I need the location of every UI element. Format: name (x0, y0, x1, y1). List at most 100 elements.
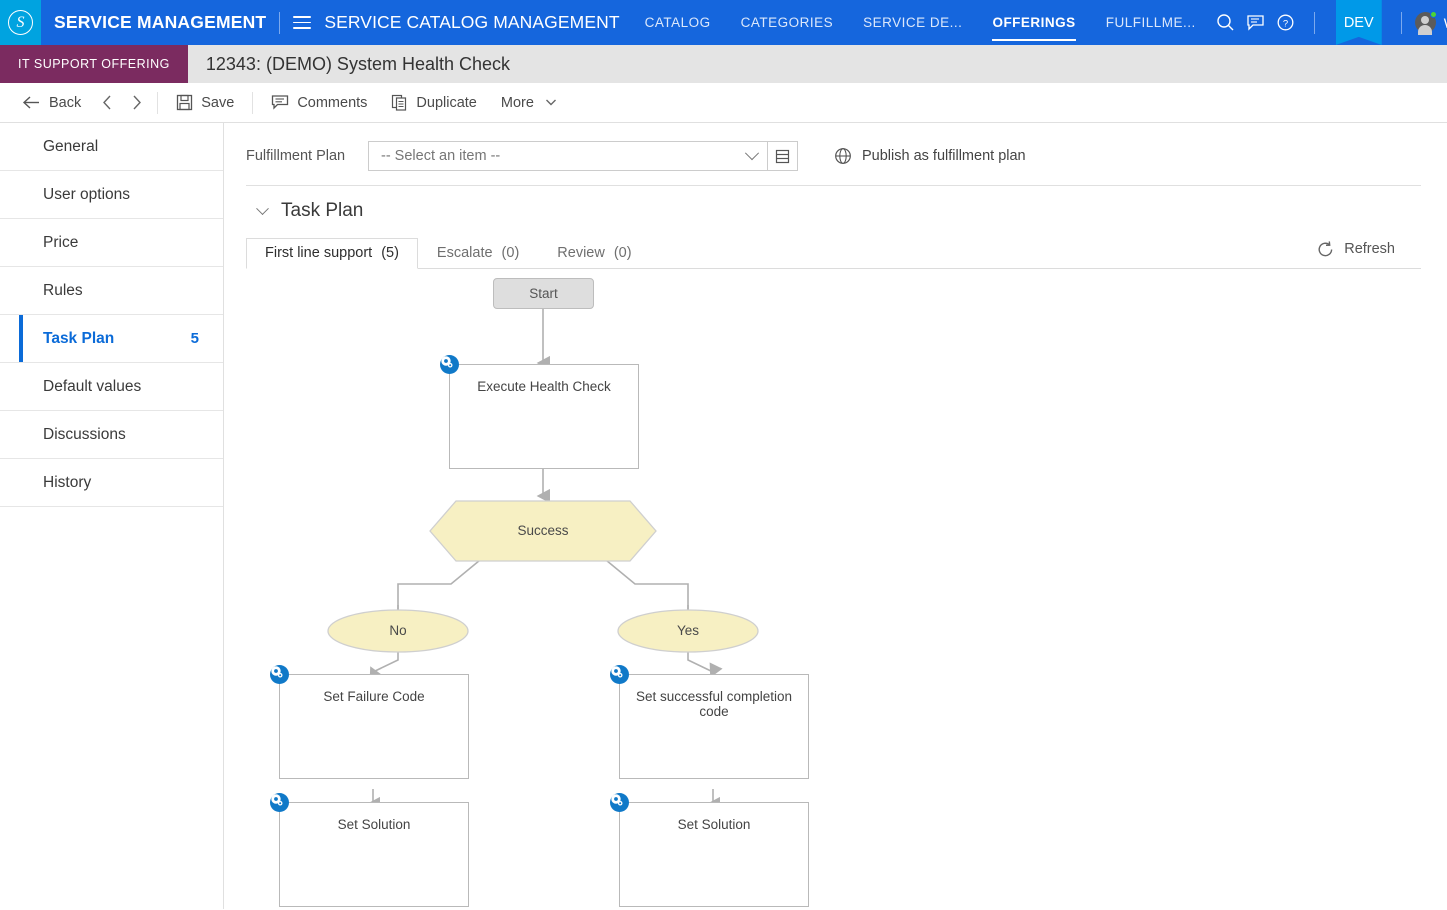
sidebar-item-count: 5 (191, 330, 199, 347)
refresh-icon (1316, 240, 1335, 259)
nav-item-fulfillment[interactable]: FULFILLME... (1091, 0, 1211, 45)
more-label: More (501, 95, 534, 111)
decision-node-success[interactable] (430, 501, 656, 561)
more-menu-button[interactable]: More (489, 83, 569, 123)
comments-button[interactable]: Comments (259, 83, 379, 123)
nav-item-catalog[interactable]: CATALOG (630, 0, 726, 45)
sidebar-item-label: Default values (43, 378, 141, 396)
task-plan-diagram[interactable]: Success No Yes Start Execute Health Chec… (246, 269, 1447, 909)
sidebar-item-discussions[interactable]: Discussions (0, 411, 223, 459)
tab-escalate[interactable]: Escalate (0) (418, 238, 538, 269)
divider (252, 92, 253, 114)
record-toolbar: Back Save Comments Duplicate More (0, 83, 1447, 123)
tab-review[interactable]: Review (0) (538, 238, 650, 269)
sidebar-item-label: General (43, 138, 98, 156)
list-picker-icon[interactable] (768, 141, 798, 171)
node-execute-health-check[interactable]: Execute Health Check (449, 364, 639, 469)
avatar[interactable] (1415, 12, 1436, 33)
fulfillment-plan-select[interactable]: -- Select an item -- (368, 141, 768, 171)
duplicate-label: Duplicate (416, 95, 476, 111)
publish-as-fulfillment-plan-button[interactable]: Publish as fulfillment plan (834, 147, 1026, 165)
sidebar-item-task-plan[interactable]: Task Plan 5 (0, 315, 223, 363)
tab-label: First line support (265, 245, 372, 261)
save-button[interactable]: Save (164, 83, 246, 123)
divider (157, 92, 158, 114)
divider (279, 12, 280, 34)
gear-icon[interactable] (440, 355, 459, 374)
node-label-set-successful-completion-code: Set successful completion code (636, 689, 792, 719)
next-record-button[interactable] (122, 83, 151, 123)
divider (246, 185, 1421, 186)
fulfillment-plan-row: Fulfillment Plan -- Select an item -- Pu… (246, 123, 1447, 185)
record-type-badge: IT SUPPORT OFFERING (0, 45, 188, 83)
nav-item-categories[interactable]: CATEGORIES (726, 0, 849, 45)
section-title: Task Plan (281, 200, 363, 222)
node-start[interactable]: Start (493, 278, 594, 309)
chevron-down-icon[interactable] (256, 202, 269, 215)
node-set-solution-right[interactable]: Set Solution (619, 802, 809, 907)
sidebar-item-label: Rules (43, 282, 83, 300)
top-navigation-bar: S SERVICE MANAGEMENT SERVICE CATALOG MAN… (0, 0, 1447, 45)
sidebar-item-label: Discussions (43, 426, 126, 444)
node-label-set-solution-left: Set Solution (338, 817, 411, 832)
sidebar-item-label: Price (43, 234, 78, 252)
environment-badge[interactable]: DEV (1336, 0, 1382, 45)
sidebar-item-user-options[interactable]: User options (0, 171, 223, 219)
help-icon[interactable]: ? (1271, 0, 1301, 45)
primary-nav: CATALOG CATEGORIES SERVICE DE... OFFERIN… (630, 0, 1211, 45)
online-status-dot (1430, 11, 1437, 18)
chevron-down-icon (745, 146, 759, 160)
publish-label: Publish as fulfillment plan (862, 148, 1026, 164)
chevron-down-icon (545, 98, 557, 107)
node-label-execute-health-check: Execute Health Check (477, 379, 611, 394)
gear-icon[interactable] (270, 793, 289, 812)
fulfillment-plan-selected-value: -- Select an item -- (381, 148, 500, 164)
brand-label: SERVICE MANAGEMENT (54, 12, 266, 33)
task-plan-tabs: First line support (5) Escalate (0) Revi… (246, 234, 1421, 268)
sidebar-item-price[interactable]: Price (0, 219, 223, 267)
previous-record-button[interactable] (93, 83, 122, 123)
tab-label: Escalate (437, 245, 493, 261)
tab-first-line-support[interactable]: First line support (5) (246, 238, 418, 269)
app-logo[interactable]: S (0, 0, 41, 45)
search-icon[interactable] (1211, 0, 1241, 45)
tab-count: (0) (502, 245, 520, 261)
svg-text:?: ? (1283, 18, 1288, 29)
record-sidebar: General User options Price Rules Task Pl… (0, 123, 224, 909)
refresh-button[interactable]: Refresh (1316, 234, 1395, 264)
back-button[interactable]: Back (22, 83, 93, 123)
record-header: IT SUPPORT OFFERING 12343: (DEMO) System… (0, 45, 1447, 83)
hamburger-menu-icon[interactable] (293, 16, 311, 29)
sidebar-item-history[interactable]: History (0, 459, 223, 507)
sidebar-item-general[interactable]: General (0, 123, 223, 171)
sidebar-item-rules[interactable]: Rules (0, 267, 223, 315)
tab-count: (0) (614, 245, 632, 261)
node-label-start: Start (529, 286, 558, 301)
gear-icon[interactable] (270, 665, 289, 684)
nav-item-offerings[interactable]: OFFERINGS (977, 0, 1090, 45)
globe-icon (834, 147, 852, 165)
nav-item-service-definitions[interactable]: SERVICE DE... (848, 0, 977, 45)
task-plan-section-header[interactable]: Task Plan (246, 188, 1447, 234)
gear-icon[interactable] (610, 793, 629, 812)
sidebar-item-label: Task Plan (43, 330, 114, 348)
refresh-label: Refresh (1344, 241, 1395, 257)
branch-node-yes[interactable] (618, 610, 758, 652)
sidebar-item-label: History (43, 474, 91, 492)
sidebar-item-default-values[interactable]: Default values (0, 363, 223, 411)
branch-node-no[interactable] (328, 610, 468, 652)
main-content: Fulfillment Plan -- Select an item -- Pu… (224, 123, 1447, 909)
node-set-successful-completion-code[interactable]: Set successful completion code (619, 674, 809, 779)
node-set-solution-left[interactable]: Set Solution (279, 802, 469, 907)
comments-label: Comments (297, 95, 367, 111)
divider (1314, 12, 1315, 34)
chat-icon[interactable] (1241, 0, 1271, 45)
save-label: Save (201, 95, 234, 111)
gear-icon[interactable] (610, 665, 629, 684)
sidebar-item-label: User options (43, 186, 130, 204)
node-label-set-solution-right: Set Solution (678, 817, 751, 832)
duplicate-button[interactable]: Duplicate (379, 83, 488, 123)
fulfillment-plan-label: Fulfillment Plan (246, 148, 368, 164)
node-label-set-failure-code: Set Failure Code (323, 689, 424, 704)
node-set-failure-code[interactable]: Set Failure Code (279, 674, 469, 779)
